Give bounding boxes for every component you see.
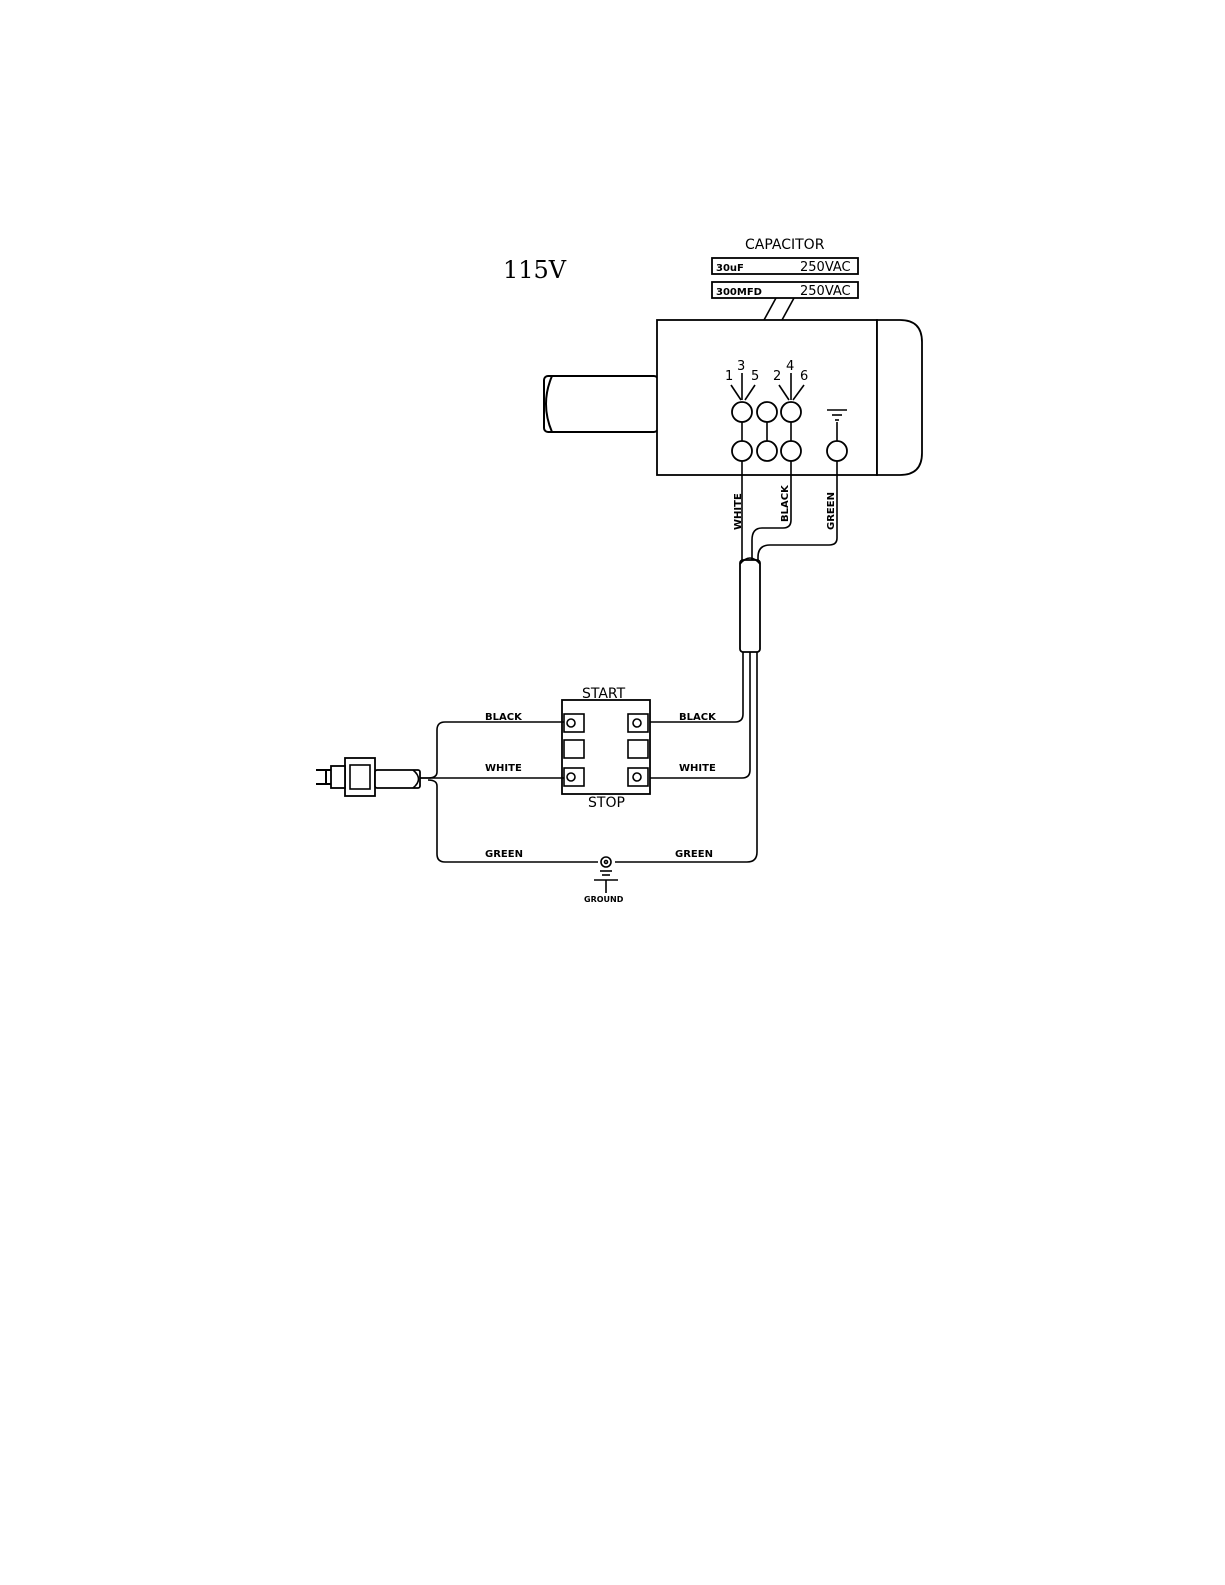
voltage-label: 115V <box>503 256 567 284</box>
ground-label: GROUND <box>584 895 624 904</box>
capacitor-rating-1-capacitance: 30uF <box>716 263 744 274</box>
wire-green-right-label: GREEN <box>675 849 713 860</box>
terminal-lower-left <box>732 441 752 461</box>
terminal-upper-left <box>732 402 752 422</box>
terminal-lower-right <box>781 441 801 461</box>
wire-white-left-label: WHITE <box>485 763 522 774</box>
terminal-upper-right <box>781 402 801 422</box>
capacitor-lead-2 <box>782 298 794 320</box>
capacitor: CAPACITOR 30uF 250VAC 300MFD 250VAC <box>712 237 858 320</box>
terminal-label-3: 3 <box>737 359 745 374</box>
capacitor-title: CAPACITOR <box>745 237 825 253</box>
cable-sleeve <box>740 560 760 652</box>
terminal-label-1: 1 <box>725 369 733 384</box>
switch-stop-label: STOP <box>588 795 625 811</box>
start-stop-switch: START STOP <box>562 686 650 811</box>
wire-black-right-label: BLACK <box>679 712 717 723</box>
terminal-label-4: 4 <box>786 359 794 374</box>
motor: 1 3 5 2 4 6 <box>544 320 922 475</box>
capacitor-rating-2-capacitance: 300MFD <box>716 287 762 298</box>
motor-lead-black-label: BLACK <box>780 484 791 522</box>
power-plug-icon <box>316 758 420 796</box>
terminal-label-6: 6 <box>800 369 808 384</box>
terminal-ground <box>827 441 847 461</box>
terminal-label-2: 2 <box>773 369 781 384</box>
terminal-label-5: 5 <box>751 369 759 384</box>
capacitor-lead-1 <box>764 298 776 320</box>
motor-end-cap <box>877 320 922 475</box>
terminal-lower-mid <box>757 441 777 461</box>
motor-shaft <box>544 376 658 432</box>
capacitor-rating-2-voltage: 250VAC <box>800 284 851 299</box>
terminal-upper-mid <box>757 402 777 422</box>
motor-lead-white-label: WHITE <box>733 493 744 530</box>
motor-lead-green-label: GREEN <box>826 492 837 530</box>
wire-green-left-label: GREEN <box>485 849 523 860</box>
wire-white-right-label: WHITE <box>679 763 716 774</box>
capacitor-rating-1-voltage: 250VAC <box>800 260 851 275</box>
wire-black-left-label: BLACK <box>485 712 523 723</box>
motor-shaft-end <box>546 376 552 432</box>
